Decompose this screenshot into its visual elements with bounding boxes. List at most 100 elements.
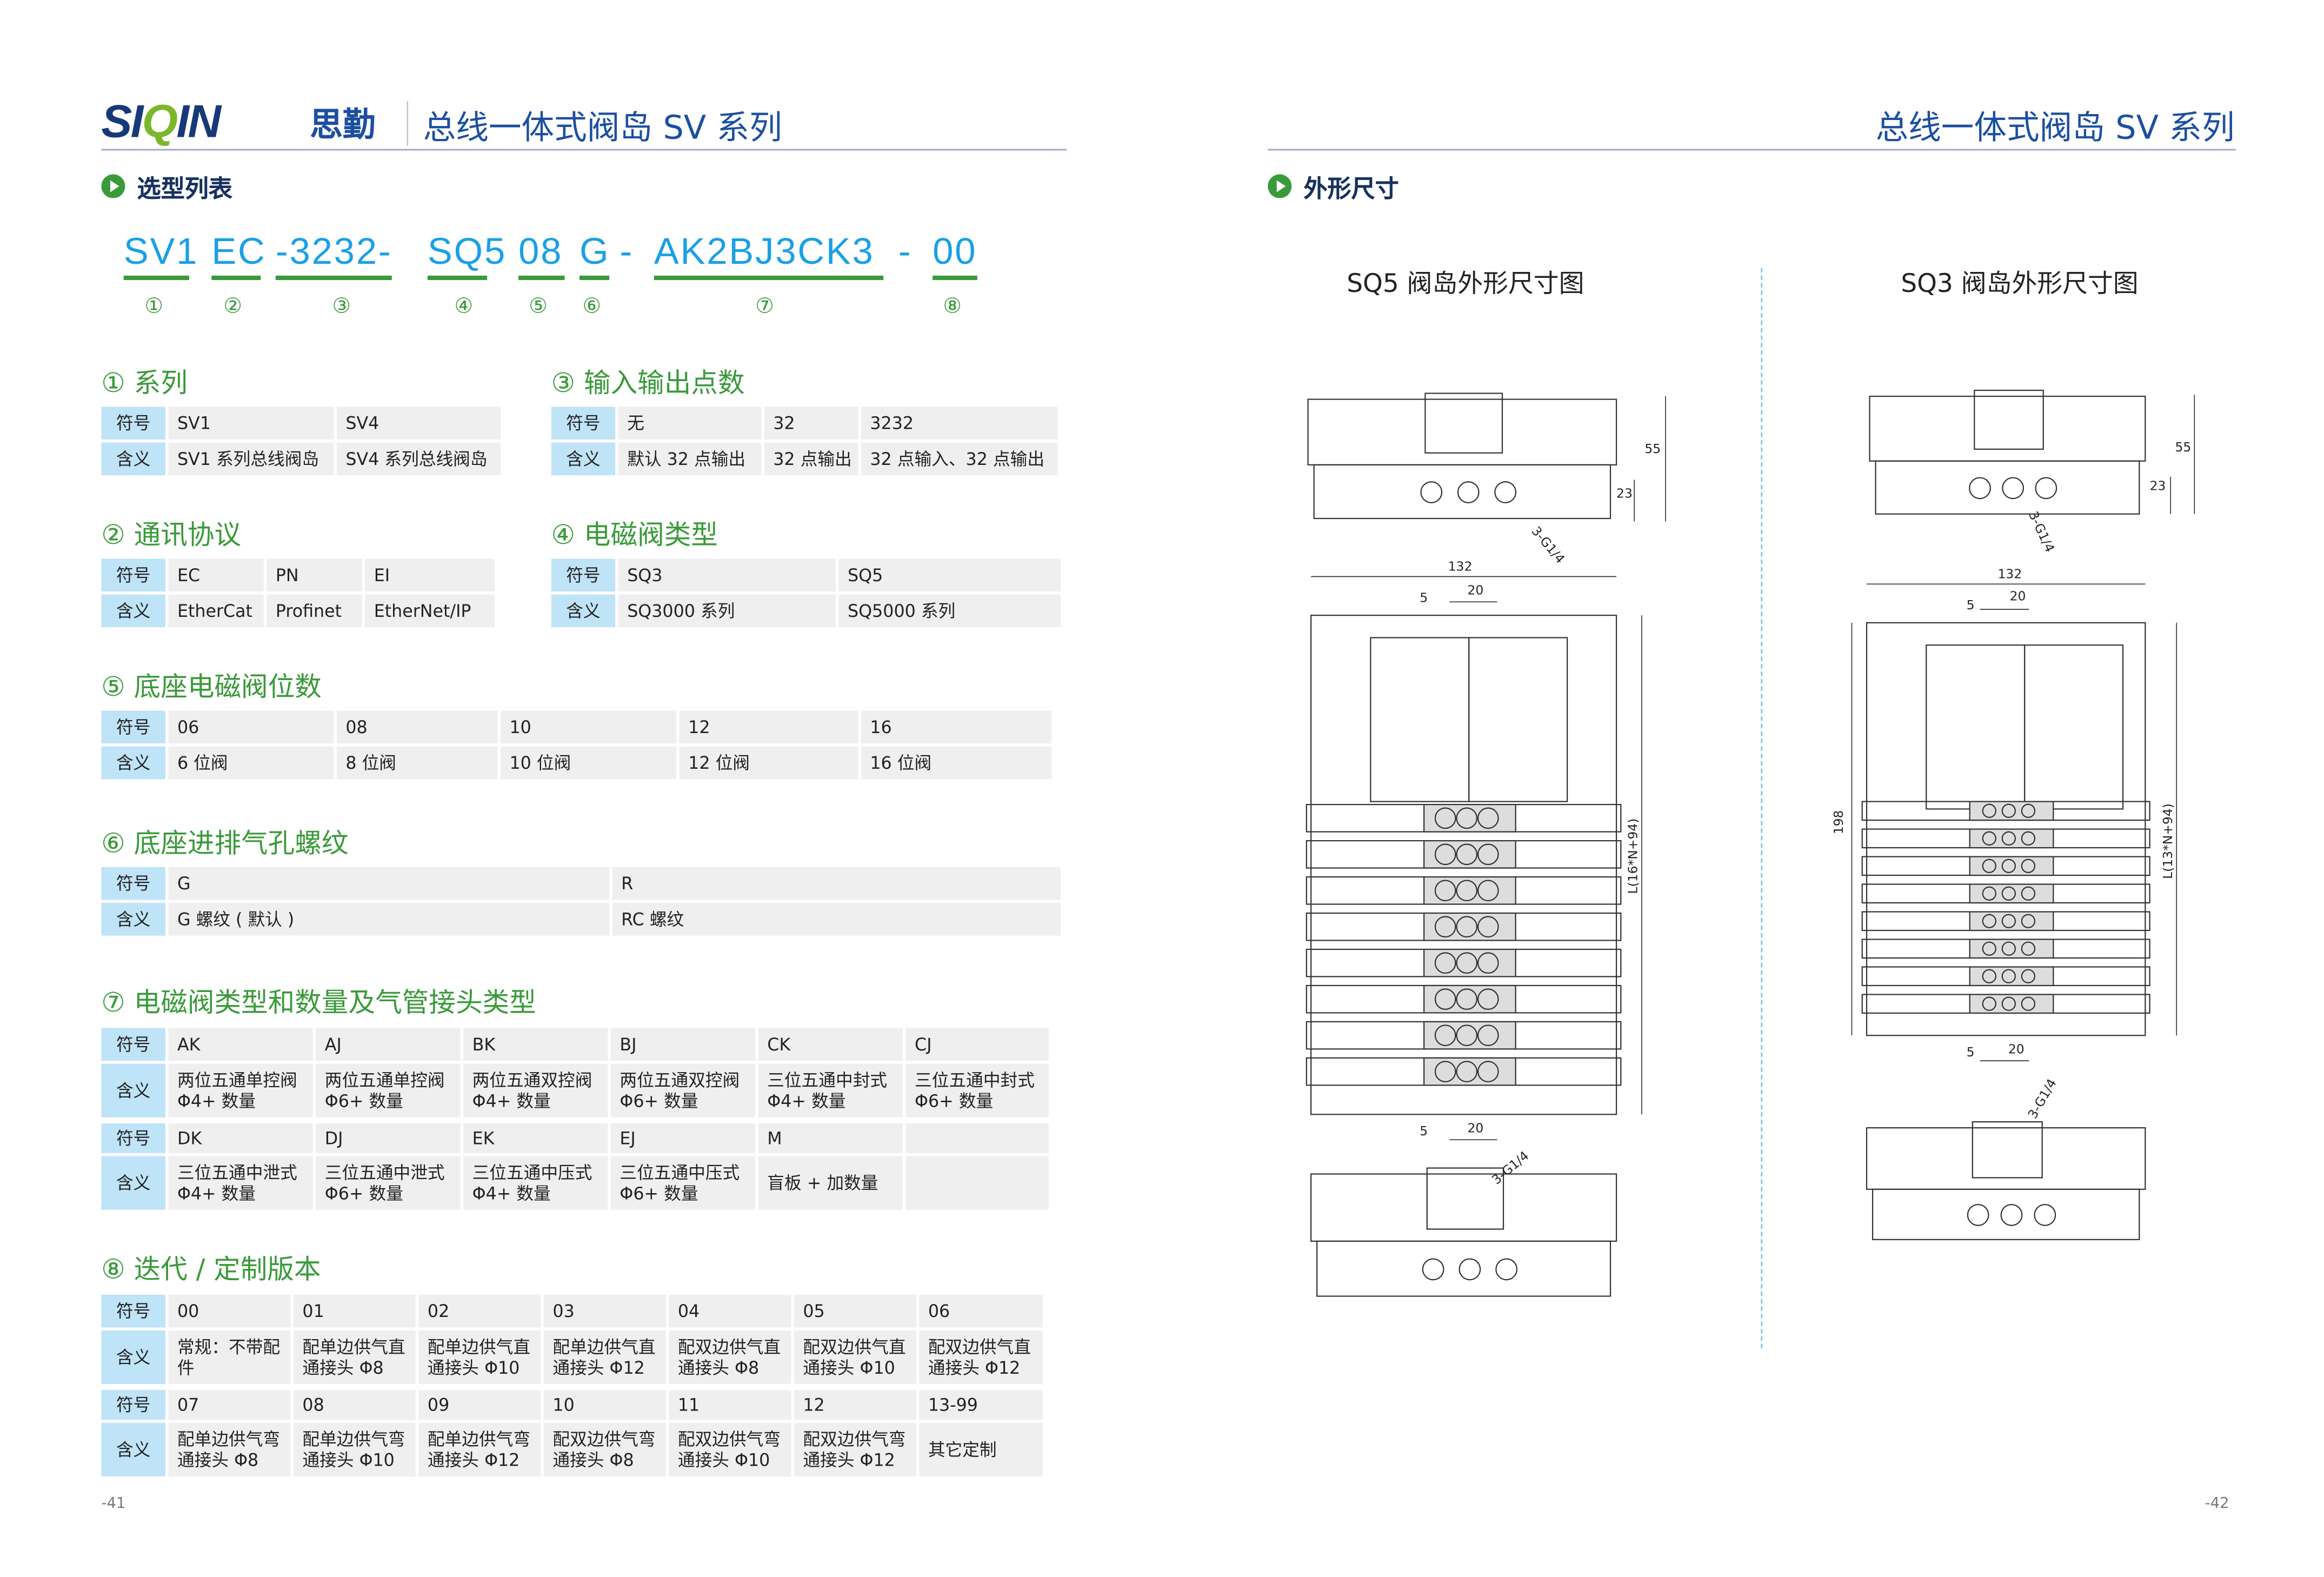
table-cell: SQ3 (618, 558, 836, 592)
table-cell: 三位五通中压式 Φ6+ 数量 (610, 1156, 756, 1210)
sq3-top-view-body (1869, 395, 2146, 462)
table-cell: AK (168, 1028, 313, 1061)
port-circle (1459, 1258, 1481, 1281)
table-cell: 02 (418, 1294, 541, 1328)
code-part: EC (211, 231, 267, 273)
table-cell: 配双边供气弯 通接头 Φ12 (794, 1422, 916, 1476)
sq5-drawing-title: SQ5 阀岛外形尺寸图 (1347, 269, 1584, 300)
fitting-circle (2001, 969, 2016, 983)
code-underline (211, 275, 261, 281)
table-cell: SV1 系列总线阀岛 (168, 442, 334, 476)
code-part: G (580, 231, 610, 273)
table-cell (905, 1156, 1049, 1210)
table-cell: 16 (861, 710, 1052, 744)
code-underline (654, 275, 884, 281)
table-cell: 10 (500, 710, 677, 744)
table-cell: G (168, 867, 610, 900)
siqin-logo: SIQIN (101, 95, 221, 148)
code-marker: ⑥ (582, 295, 602, 319)
fitting-circle (1456, 880, 1478, 902)
table-cell: SQ5 (838, 558, 1061, 592)
table-cell: 08 (336, 710, 498, 744)
row-label: 符号 (551, 558, 616, 592)
fitting-circle (2001, 803, 2016, 819)
port-circle (2000, 1203, 2023, 1226)
fitting-circle (1456, 1061, 1478, 1082)
table-cell: Profinet (267, 594, 362, 628)
table-cell: 8 位阀 (336, 746, 498, 780)
fitting-circle (2021, 803, 2036, 819)
port-circle (2002, 477, 2025, 500)
fitting-circle (1456, 1024, 1478, 1046)
row-label: 符号 (101, 1028, 165, 1061)
fitting-circle (1477, 807, 1499, 829)
table-cell: 默认 32 点输出 (618, 442, 762, 476)
fitting-circle (1982, 969, 1996, 983)
fitting-circle (1434, 988, 1456, 1010)
table-cell: 配双边供气弯 通接头 Φ8 (543, 1422, 666, 1476)
dimension-label: 5 (1420, 591, 1428, 607)
dimension-label: 55 (1644, 442, 1661, 458)
code-marker: ⑦ (755, 295, 774, 319)
dimension-label: 132 (1448, 560, 1473, 575)
dimension-label: L(13*N+94) (2161, 803, 2177, 879)
code-underline (123, 275, 189, 281)
sq5-plan-view-outline (1310, 615, 1617, 1115)
row-label: 含义 (101, 1156, 165, 1210)
table-cell: 12 (794, 1390, 916, 1420)
logo-chinese: 思勤 (310, 107, 376, 145)
table-cell: EJ (610, 1123, 756, 1153)
dimension-label: 23 (1616, 487, 1633, 502)
code-part: - (620, 231, 634, 273)
table-cell: 3232 (861, 407, 1058, 440)
code-part: SV1 (123, 231, 199, 273)
fitting-circle (1434, 880, 1456, 902)
sq5-bottom-view-module (1426, 1167, 1504, 1230)
fitting-circle (1982, 803, 1996, 819)
port-circle (1422, 1258, 1444, 1281)
table-cell: 两位五通双控阀 Φ4+ 数量 (463, 1063, 608, 1117)
table-cell: RC 螺纹 (612, 903, 1061, 936)
table-title: ② 通讯协议 (101, 520, 242, 551)
table-cell: 13-99 (919, 1390, 1043, 1420)
code-underline (518, 275, 565, 281)
table-cell: DJ (316, 1123, 461, 1153)
dimension-label: 20 (2008, 1043, 2025, 1058)
table-cell: SV4 (336, 407, 501, 440)
table-cell: 两位五通单控阀 Φ6+ 数量 (316, 1063, 461, 1117)
code-marker: ⑤ (529, 295, 548, 319)
port-circle (1967, 1203, 1989, 1226)
table-cell: BJ (610, 1028, 756, 1061)
page-number-left: -41 (101, 1495, 126, 1513)
dimension-label: 132 (1997, 567, 2022, 583)
dimension-label: 23 (2149, 480, 2166, 495)
fitting-circle (1477, 880, 1499, 902)
sq5-bottom-view-base (1316, 1240, 1612, 1297)
table-title: ⑦ 电磁阀类型和数量及气管接头类型 (101, 988, 536, 1019)
code-underline (427, 275, 488, 281)
fitting-circle (1982, 941, 1996, 956)
table-cell: R (612, 867, 1061, 900)
code-marker: ② (223, 295, 242, 319)
row-label: 含义 (101, 1330, 165, 1385)
table-cell: CJ (905, 1028, 1049, 1061)
table-cell: 07 (168, 1390, 291, 1420)
table-cell: 配双边供气弯 通接头 Φ10 (669, 1422, 791, 1476)
page-number-right: -42 (2205, 1495, 2229, 1513)
table-cell: EI (365, 558, 495, 592)
code-underline (580, 275, 610, 281)
table-cell: 两位五通单控阀 Φ4+ 数量 (168, 1063, 313, 1117)
table-cell: 配单边供气直 通接头 Φ8 (293, 1330, 416, 1385)
table-cell: 三位五通中封式 Φ4+ 数量 (758, 1063, 903, 1117)
section-title: 外形尺寸 (1303, 174, 1399, 203)
play-bullet-icon (101, 174, 125, 198)
row-label: 含义 (101, 442, 165, 476)
dimension-label: 5 (1966, 598, 1975, 614)
sq5-plan-view-bus-module (1468, 637, 1568, 802)
code-part: - (898, 231, 913, 273)
table-cell: 两位五通双控阀 Φ6+ 数量 (610, 1063, 756, 1117)
sq3-bottom-view-module (1972, 1121, 2043, 1179)
